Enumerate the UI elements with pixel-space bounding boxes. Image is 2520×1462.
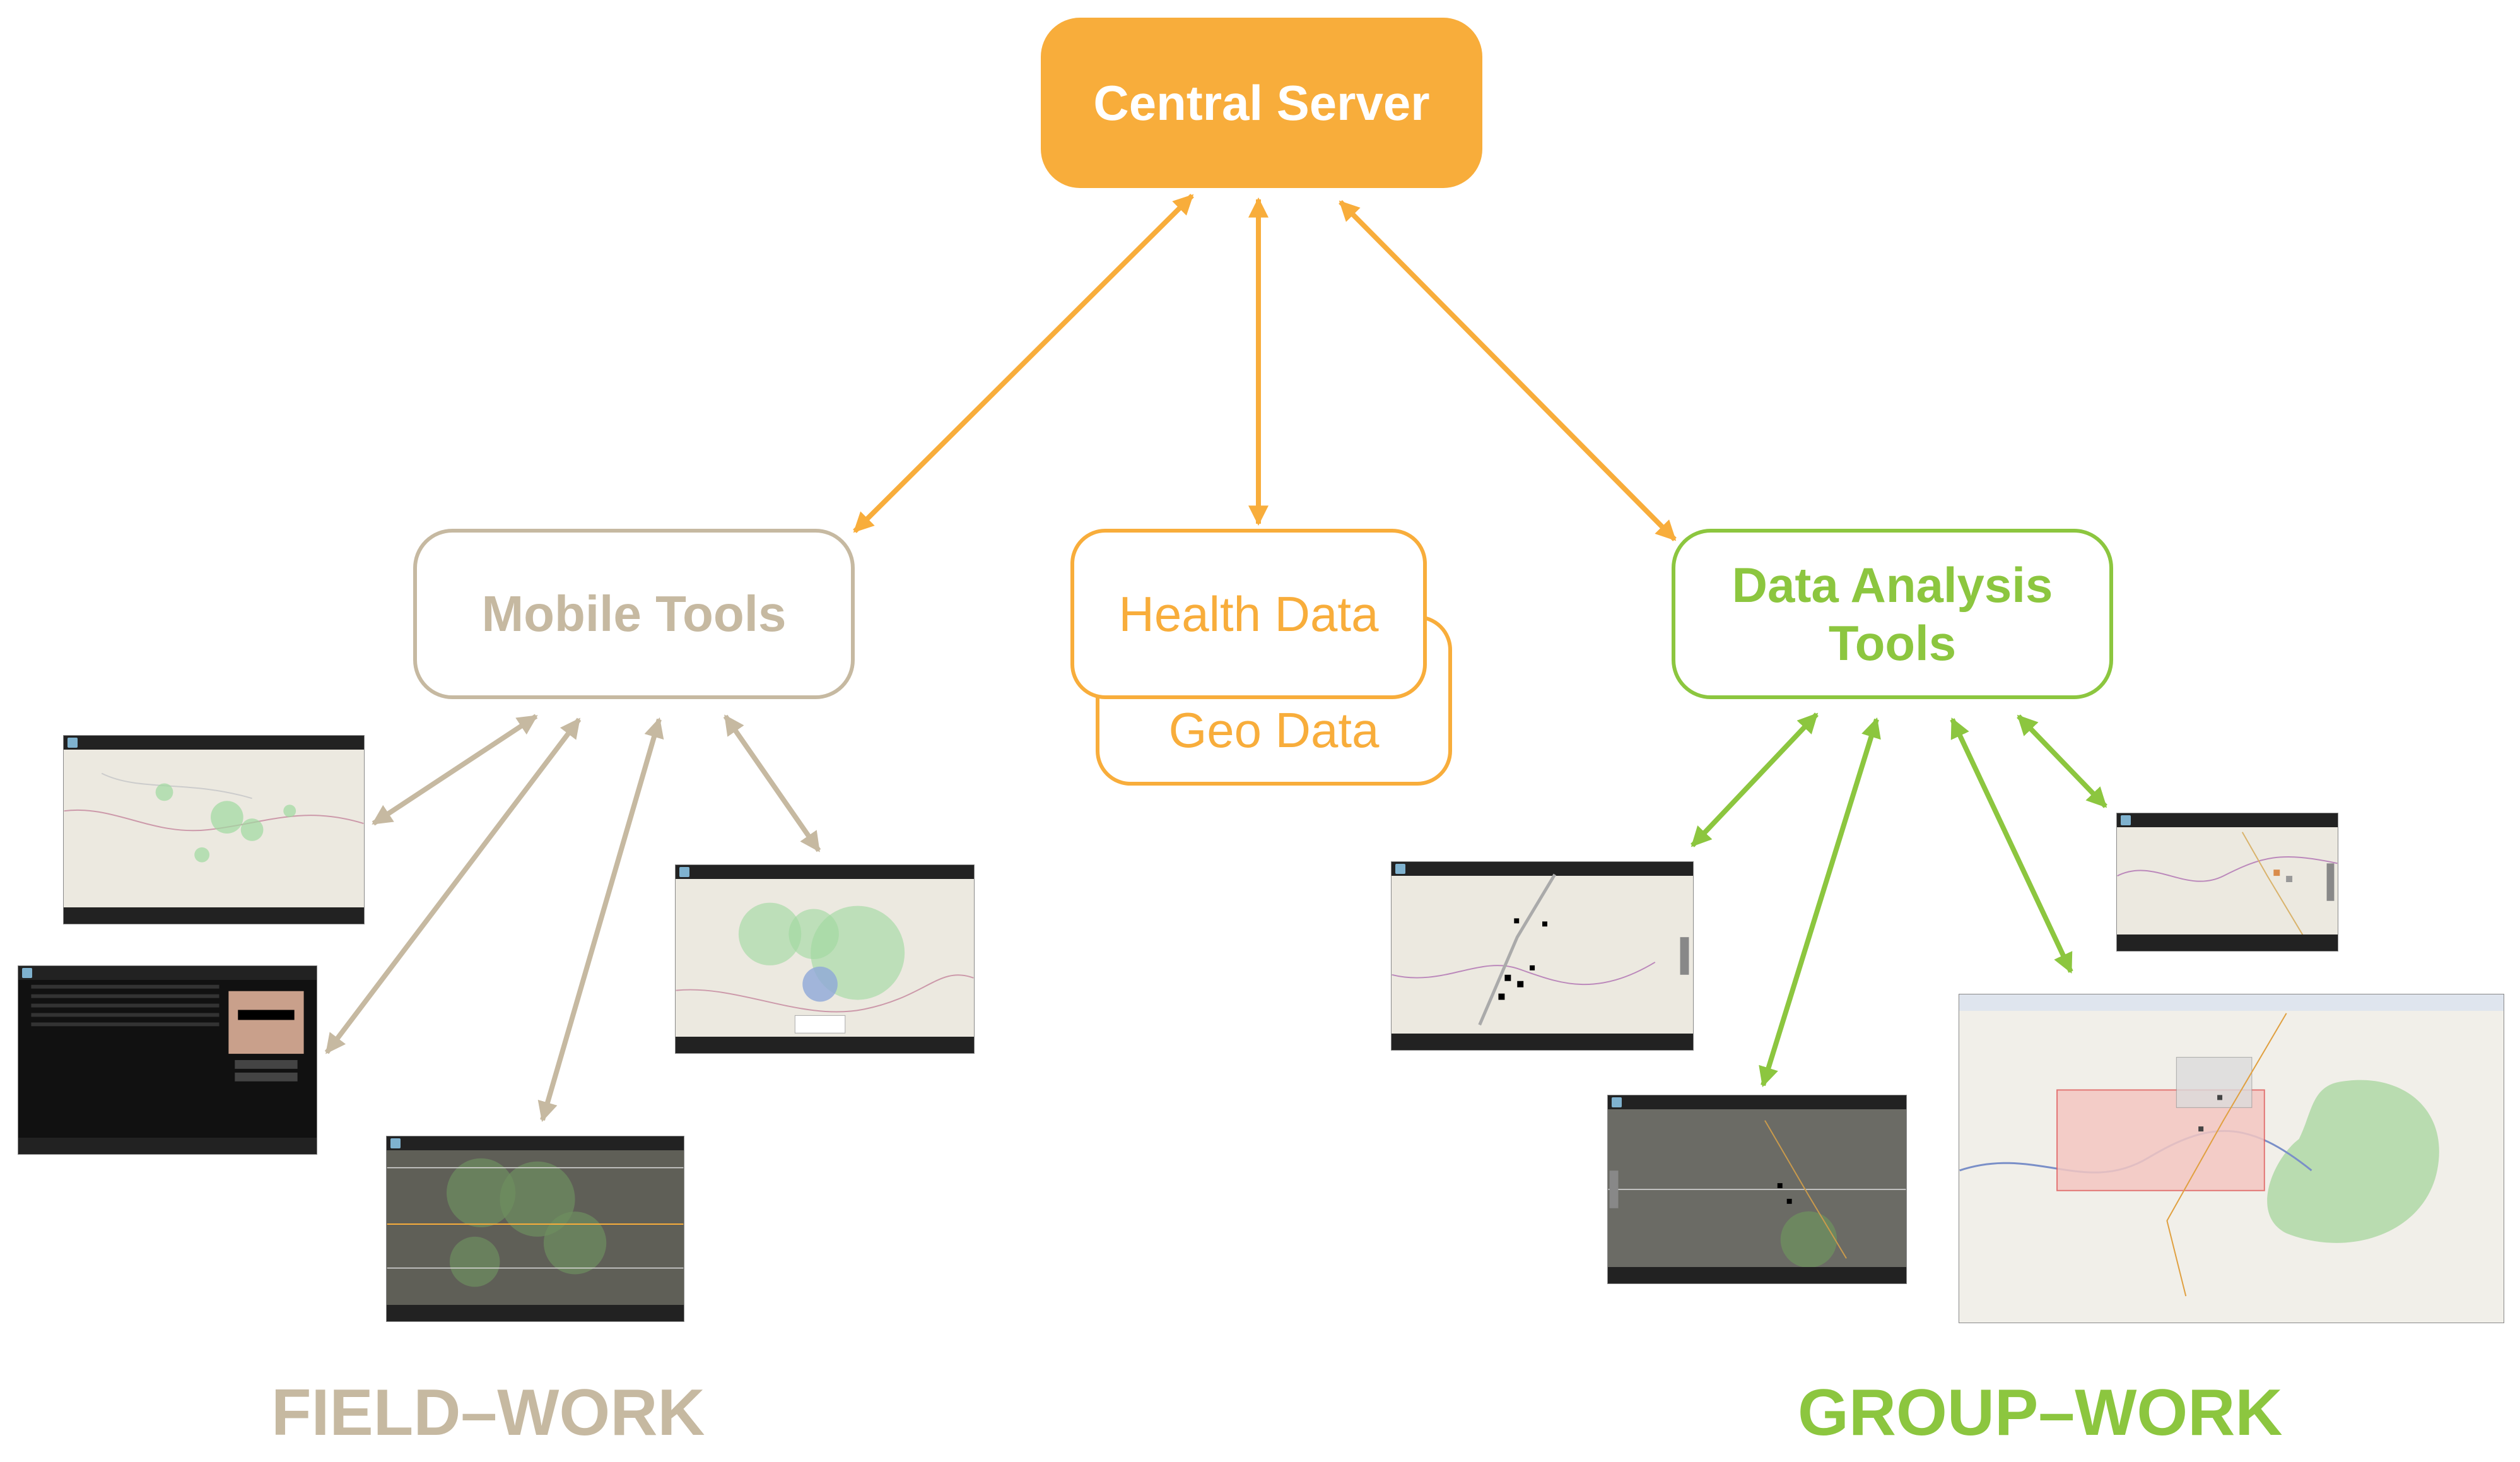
- geo-data-label: Geo Data: [1168, 702, 1380, 758]
- form-thumbnail: [31, 984, 304, 1082]
- map-thumbnail: [387, 1158, 684, 1287]
- arrow-mobile-shot4: [723, 714, 821, 852]
- app-logo-icon: [67, 738, 78, 748]
- app-logo-icon: [2121, 815, 2131, 825]
- arrow-mobile-shot2: [324, 717, 582, 1054]
- arrow-analysis-shot2: [1759, 717, 1881, 1088]
- data-analysis-tools-node: Data Analysis Tools: [1672, 529, 2113, 699]
- app-logo-icon: [1395, 864, 1405, 874]
- group-work-label: GROUP–WORK: [1798, 1376, 2283, 1449]
- health-data-label: Health Data: [1118, 586, 1379, 642]
- central-server-label: Central Server: [1093, 74, 1430, 131]
- arrow-analysis-shot1: [1691, 712, 1819, 847]
- app-logo-icon: [679, 867, 689, 877]
- app-logo-icon: [390, 1138, 401, 1148]
- layer-settings-screenshot: [386, 1136, 684, 1322]
- map-thumbnail: [2117, 832, 2338, 939]
- desktop-gis-screenshot: [1959, 994, 2504, 1323]
- arrow-analysis-shot3: [1950, 717, 2073, 974]
- field-work-label: FIELD–WORK: [271, 1376, 705, 1449]
- health-data-node: Health Data: [1070, 529, 1427, 699]
- app-logo-icon: [1612, 1097, 1622, 1107]
- map-screenshot: [63, 735, 365, 924]
- arrow-server-analysis: [1339, 200, 1677, 541]
- patient-form-screenshot: [18, 965, 317, 1155]
- map-thumbnail: [1392, 873, 1689, 1026]
- arrow-mobile-shot3: [537, 717, 664, 1123]
- app-logo-icon: [22, 968, 32, 978]
- map-thumbnail: [64, 772, 364, 863]
- arrow-analysis-shot4: [2017, 714, 2107, 808]
- central-server-node: Central Server: [1041, 18, 1482, 188]
- map-thumbnail: [1608, 1120, 1906, 1268]
- map-thumbnail: [676, 902, 974, 1034]
- tablet-map-screenshot: [2116, 813, 2338, 952]
- data-analysis-label-line2: Tools: [1828, 615, 1957, 671]
- dark-map-screenshot: [1607, 1095, 1907, 1284]
- data-analysis-label-line1: Data Analysis: [1732, 557, 2053, 613]
- buffer-map-screenshot: [675, 864, 975, 1054]
- map-thumbnail: [1959, 1013, 2439, 1297]
- mobile-tools-label: Mobile Tools: [481, 586, 787, 642]
- arrow-server-mobile: [853, 194, 1194, 533]
- village-map-screenshot: [1391, 861, 1694, 1051]
- mobile-tools-node: Mobile Tools: [413, 529, 855, 699]
